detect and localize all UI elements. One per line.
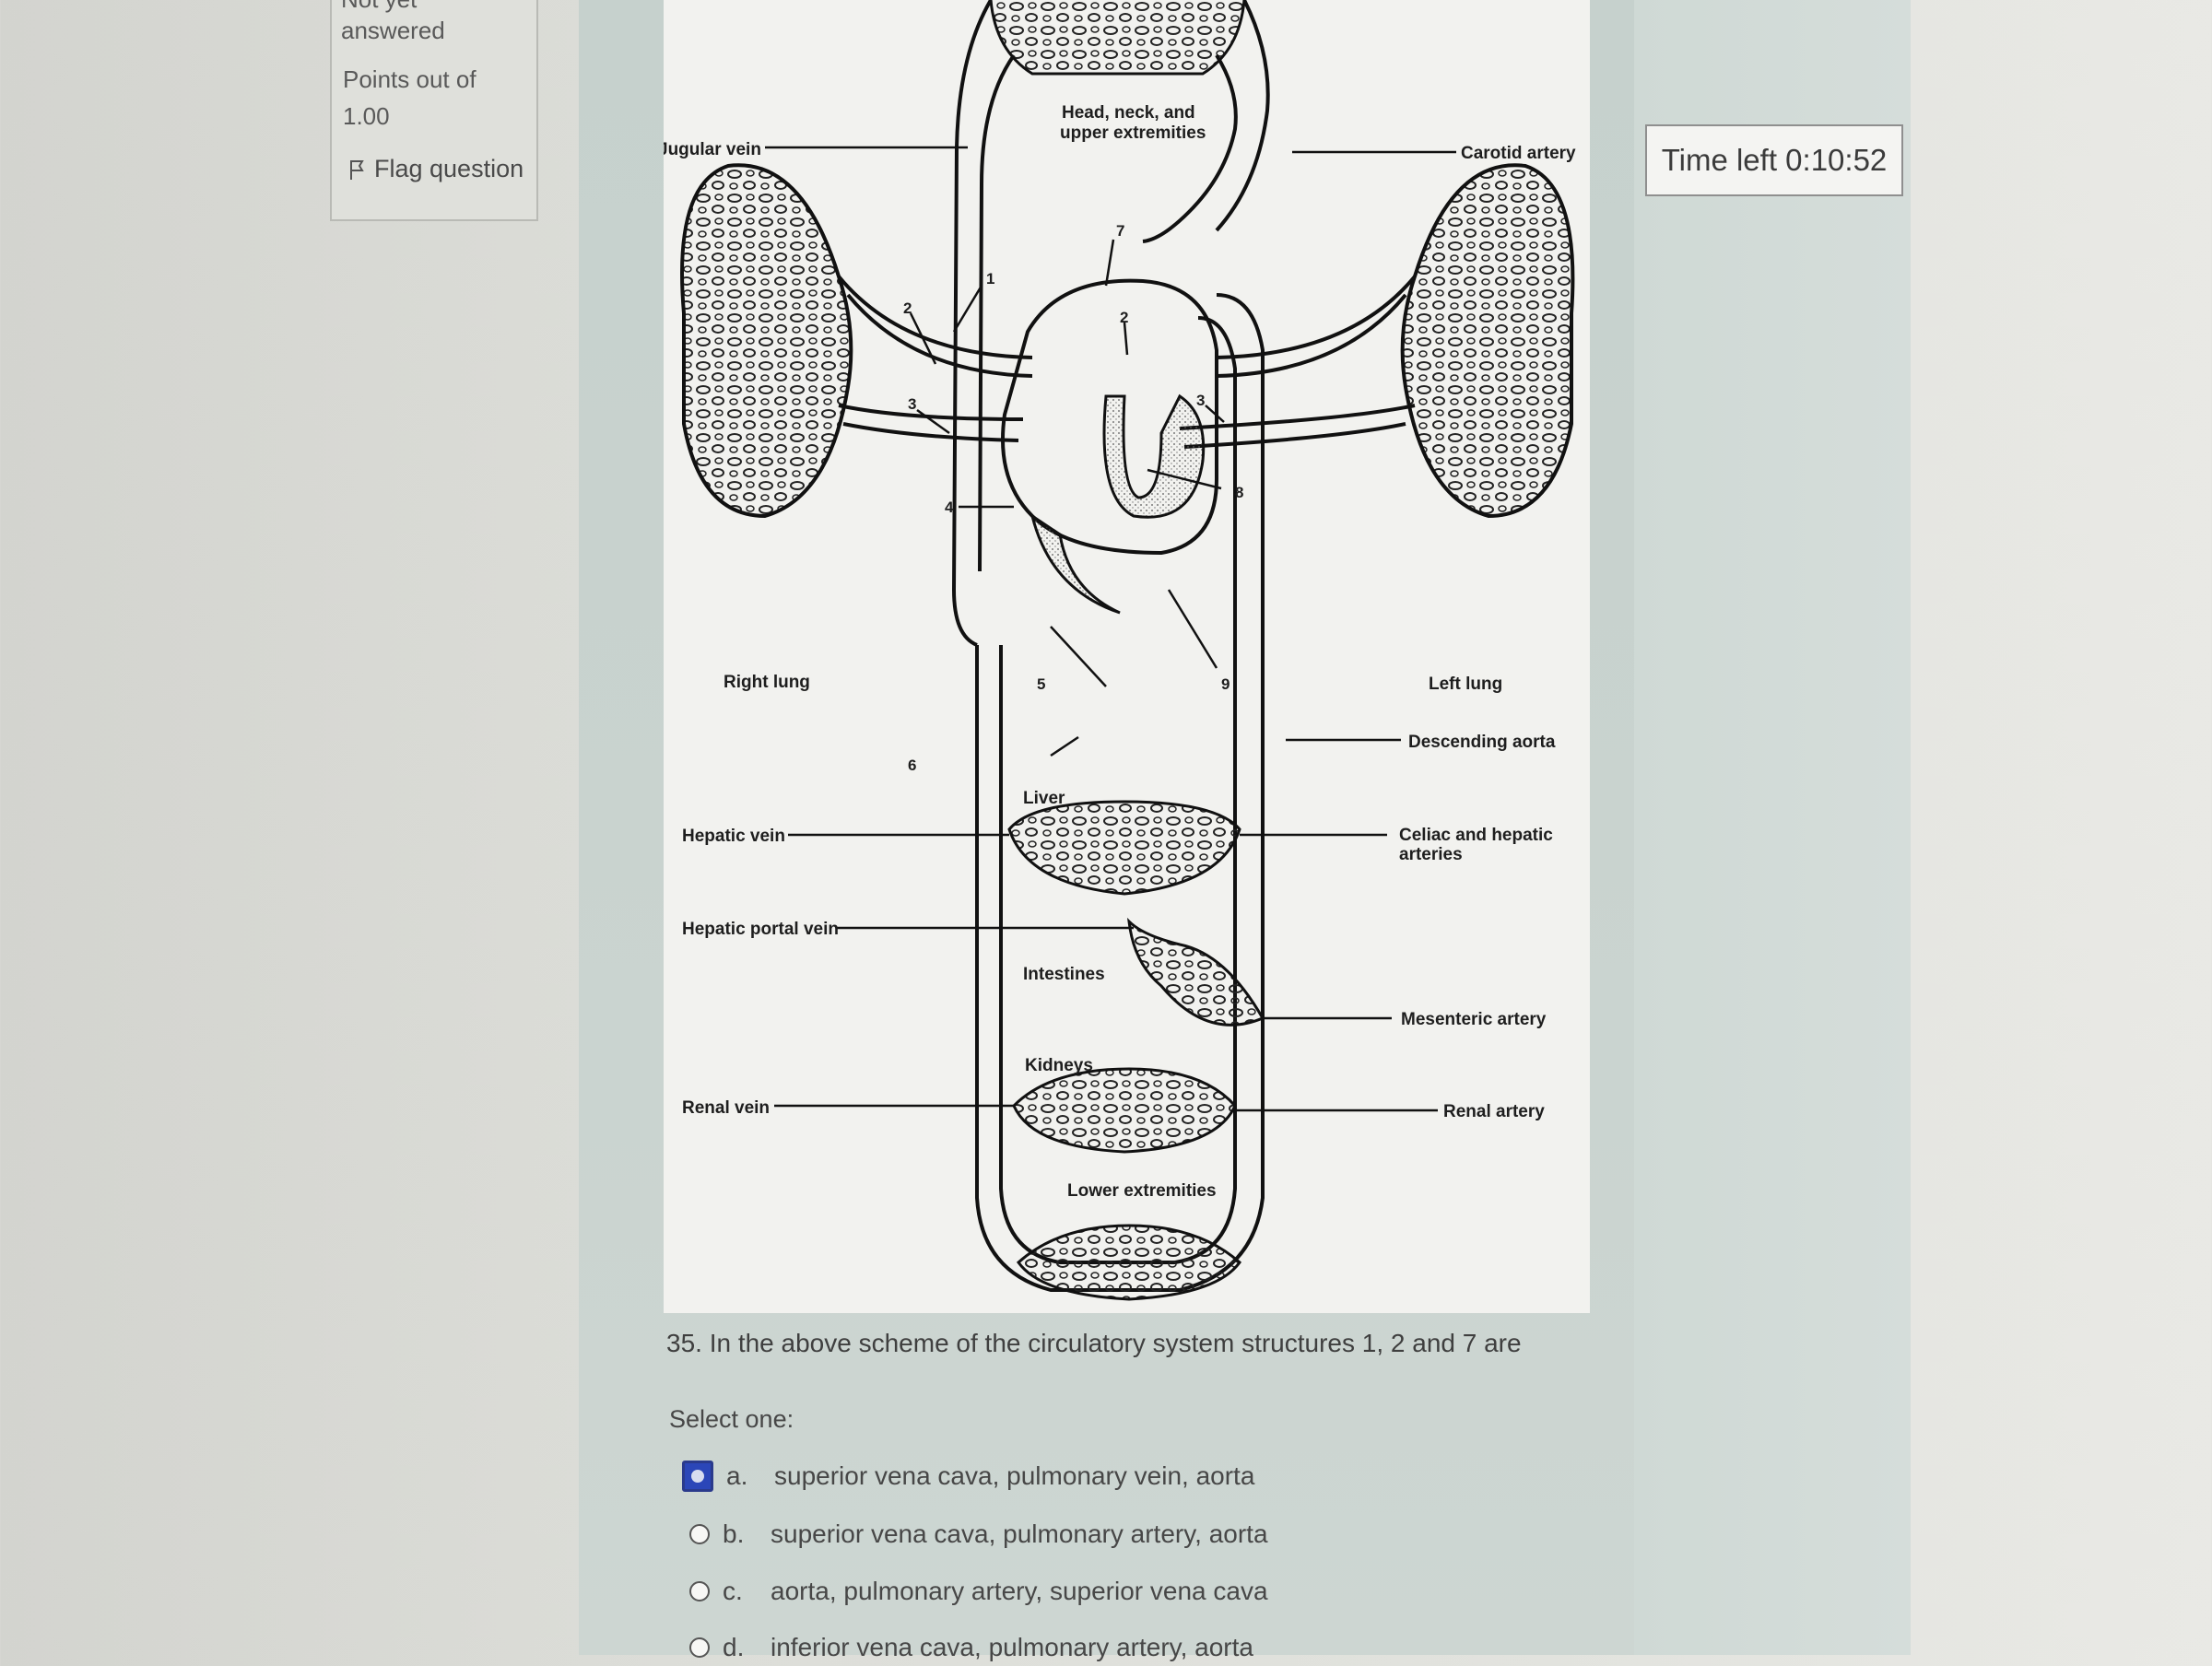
answer-letter: a. [726,1461,748,1490]
mesenteric-artery-label: Mesenteric artery [1401,1010,1547,1029]
structure-number-3-right: 3 [1196,392,1205,409]
answer-text: aorta, pulmonary artery, superior vena c… [771,1577,1268,1605]
structure-number-2-right: 2 [1120,309,1128,326]
structure-number-8: 8 [1235,484,1243,501]
flag-question-label: Flag question [374,155,524,182]
head-neck-label-1: Head, neck, and [1062,103,1195,123]
answer-text: superior vena cava, pulmonary artery, ao… [771,1519,1268,1548]
status-answered: answered [341,17,445,44]
jugular-vein-label: Jugular vein [664,140,761,159]
radio-button[interactable] [689,1524,710,1544]
structure-number-7: 7 [1116,222,1124,240]
answer-option-b[interactable]: b. superior vena cava, pulmonary artery,… [689,1516,1268,1553]
structure-number-4: 4 [945,499,954,516]
renal-artery-label: Renal artery [1443,1102,1545,1121]
radio-button[interactable] [689,1581,710,1601]
content-side-band [1634,0,1911,1655]
answer-option-a[interactable]: a. superior vena cava, pulmonary vein, a… [682,1458,1254,1495]
heart [1001,278,1218,615]
question-text: 35. In the above scheme of the circulato… [666,1329,1522,1357]
answer-text: superior vena cava, pulmonary vein, aort… [774,1461,1255,1490]
points-info: Points out of 1.00 [343,61,477,135]
status-partial: Not yet [341,0,445,15]
select-one-prompt: Select one: [669,1405,794,1433]
answer-text: inferior vena cava, pulmonary artery, ao… [771,1633,1253,1661]
points-label: Points out of [343,65,477,93]
kidney-capillaries [1012,1067,1237,1154]
intestines-label: Intestines [1023,965,1105,984]
structure-number-5: 5 [1037,675,1045,693]
kidneys-label: Kidneys [1025,1056,1093,1075]
answer-letter: d. [723,1633,745,1661]
structure-number-6: 6 [908,757,916,774]
hepatic-vein-label: Hepatic vein [682,827,785,846]
liver-capillaries [1007,800,1241,896]
flag-icon [350,159,364,180]
carotid-artery-label: Carotid artery [1461,144,1576,163]
question-info-panel: Not yet answered Points out of 1.00 Flag… [330,0,538,221]
lower-extremities-label: Lower extremities [1067,1181,1217,1201]
diagram-labels: Jugular vein Head, neck, and upper extre… [664,103,1576,1201]
structure-number-3-left: 3 [908,395,916,413]
answer-letter: b. [723,1519,745,1548]
question-status: Not yet answered [341,0,445,46]
left-lung [1400,163,1575,519]
circulatory-diagram-svg: Jugular vein Head, neck, and upper extre… [664,0,1576,1301]
structure-number-9: 9 [1221,675,1230,693]
celiac-label-1: Celiac and hepatic [1399,826,1553,845]
liver-label: Liver [1023,789,1065,808]
answer-option-c[interactable]: c. aorta, pulmonary artery, superior ven… [689,1573,1268,1610]
structure-number-2-left: 2 [903,299,912,317]
leader-lines [765,146,1456,1112]
intestines-capillaries [1127,917,1265,1027]
circulatory-diagram: Jugular vein Head, neck, and upper extre… [664,0,1590,1313]
lower-extremities-capillaries [1016,1224,1242,1301]
answer-letter: c. [723,1577,743,1605]
left-lung-label: Left lung [1429,675,1502,694]
hepatic-portal-vein-label: Hepatic portal vein [682,920,839,939]
radio-button-selected[interactable] [682,1461,713,1492]
answer-option-d[interactable]: d. inferior vena cava, pulmonary artery,… [689,1629,1253,1666]
descending-aorta-label: Descending aorta [1408,733,1556,752]
right-lung [680,163,853,519]
pulmonary-vessels [837,275,1417,449]
renal-vein-label: Renal vein [682,1098,770,1118]
right-lung-label: Right lung [724,673,810,692]
time-left-display: Time left 0:10:52 [1645,124,1903,196]
points-value: 1.00 [343,102,390,130]
head-neck-label-2: upper extremities [1060,123,1206,143]
structure-number-1: 1 [986,270,994,287]
head-capillaries [989,0,1246,76]
celiac-label-2: arteries [1399,845,1463,864]
flag-question-link[interactable]: Flag question [348,155,524,183]
